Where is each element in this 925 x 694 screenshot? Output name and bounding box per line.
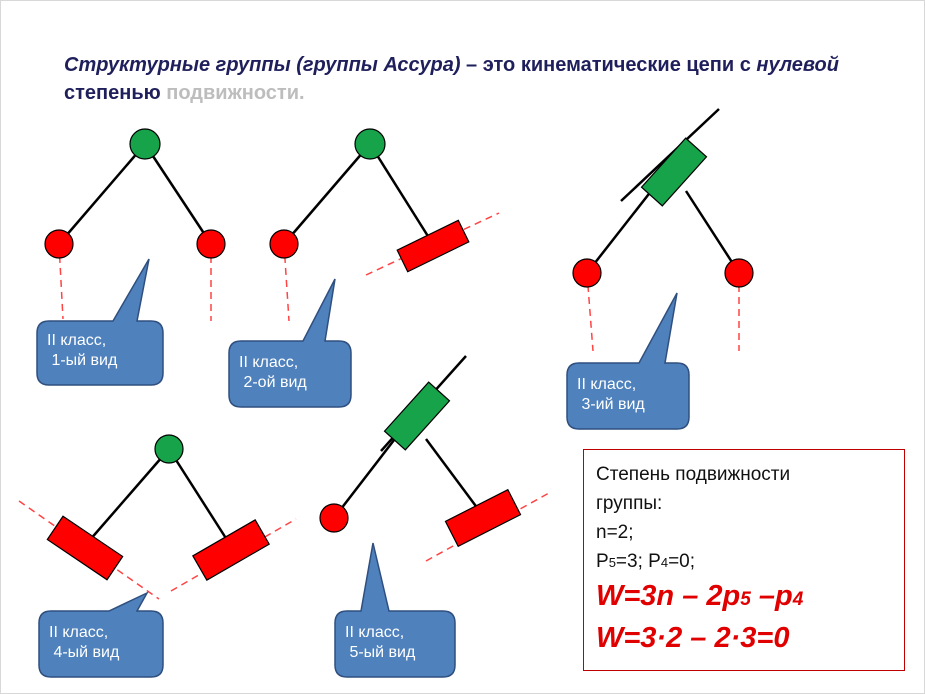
callout-4-line2: 4-ый вид (49, 644, 120, 661)
callout-2-shape (228, 278, 352, 408)
title-part6: . (299, 82, 305, 104)
formula-box: Степень подвижности группы: n=2; P5=3; P… (583, 449, 905, 671)
g5-link-right (424, 438, 483, 514)
g4-link-right (167, 448, 231, 544)
formula-w-result: W=3·2 – 2·3=0 (596, 622, 790, 654)
callout-1-line1: II класс, (47, 332, 107, 349)
callout-2-line1: II класс, (239, 354, 299, 371)
formula-line3: n=2; (596, 522, 634, 543)
p5-label: P (596, 551, 609, 572)
g3-joint-left (572, 258, 602, 288)
callout-5-line2: 5-ый вид (345, 644, 416, 661)
g1-link-right (143, 143, 213, 245)
p4-label: P (648, 551, 661, 572)
callout-2-text: II класс, 2-ой вид (239, 353, 307, 393)
g4-link-left (88, 448, 170, 542)
formula-line1: Степень подвижности (596, 464, 791, 485)
w1-b: –p (750, 580, 793, 612)
g1-link-left (58, 143, 146, 245)
callout-1-text: II класс, 1-ый вид (47, 331, 117, 371)
title-part2: – это кинематические цепи с (460, 54, 757, 76)
group-3 (572, 108, 754, 352)
g3-joint-right (724, 258, 754, 288)
g5-slider-red (444, 488, 522, 548)
group-5 (319, 355, 550, 562)
g5-link-left (333, 430, 402, 519)
g4-joint-top (154, 434, 184, 464)
callout-3-shape (566, 292, 690, 430)
g5-slider-green (383, 381, 451, 451)
title-part5: подвижности (166, 82, 300, 104)
p5-sub: 5 (608, 555, 616, 570)
g2-slider (396, 219, 470, 273)
group-2 (269, 128, 500, 322)
g4-slider-right (192, 519, 270, 581)
g1-joint-left (44, 229, 74, 259)
g3-link-right (684, 190, 741, 274)
title-part4: степенью (64, 82, 167, 104)
title-part3: нулевой (756, 54, 839, 76)
callout-3-line2: 3-ий вид (577, 396, 645, 413)
g5-joint-left (319, 503, 349, 533)
p5-val: =3; (615, 551, 649, 572)
g1-joint-top (129, 128, 161, 160)
p4-val: =0; (668, 551, 696, 572)
w1-sub2: 4 (792, 589, 804, 610)
title-part1: Структурные группы (группы Ассура) (64, 54, 461, 76)
callout-4-line1: II класс, (49, 624, 109, 641)
callout-3-text: II класс, 3-ий вид (577, 375, 645, 415)
callout-5-line1: II класс, (345, 624, 405, 641)
w1-a: W=3n – 2p (596, 580, 741, 612)
callout-1-shape (36, 258, 164, 386)
formula-line4: P5=3; P4=0; (596, 547, 892, 577)
p4-sub: 4 (660, 555, 669, 570)
formula-w-general: W=3n – 2p5 –p4 (596, 577, 892, 619)
callout-2-line2: 2-ой вид (239, 374, 307, 391)
callout-4-text: II класс, 4-ый вид (49, 623, 119, 663)
g2-joint-left (269, 229, 299, 259)
g2-link-left (283, 143, 371, 245)
callout-4-shape (38, 591, 164, 678)
g1-joint-right (196, 229, 226, 259)
group-4 (18, 434, 297, 600)
g2-joint-top (354, 128, 386, 160)
callout-3-line1: II класс, (577, 376, 637, 393)
page-title: Структурные группы (группы Ассура) – это… (64, 51, 884, 107)
g3-link-left (586, 180, 660, 274)
formula-line2: группы: (596, 493, 663, 514)
callout-1-line2: 1-ый вид (47, 352, 118, 369)
group-1 (44, 128, 226, 321)
w1-sub1: 5 (740, 589, 751, 610)
g2-link-right (368, 143, 433, 242)
g3-slider (640, 137, 708, 207)
g4-slider-left (46, 515, 124, 581)
callout-5-shape (334, 542, 456, 678)
callout-5-text: II класс, 5-ый вид (345, 623, 415, 663)
